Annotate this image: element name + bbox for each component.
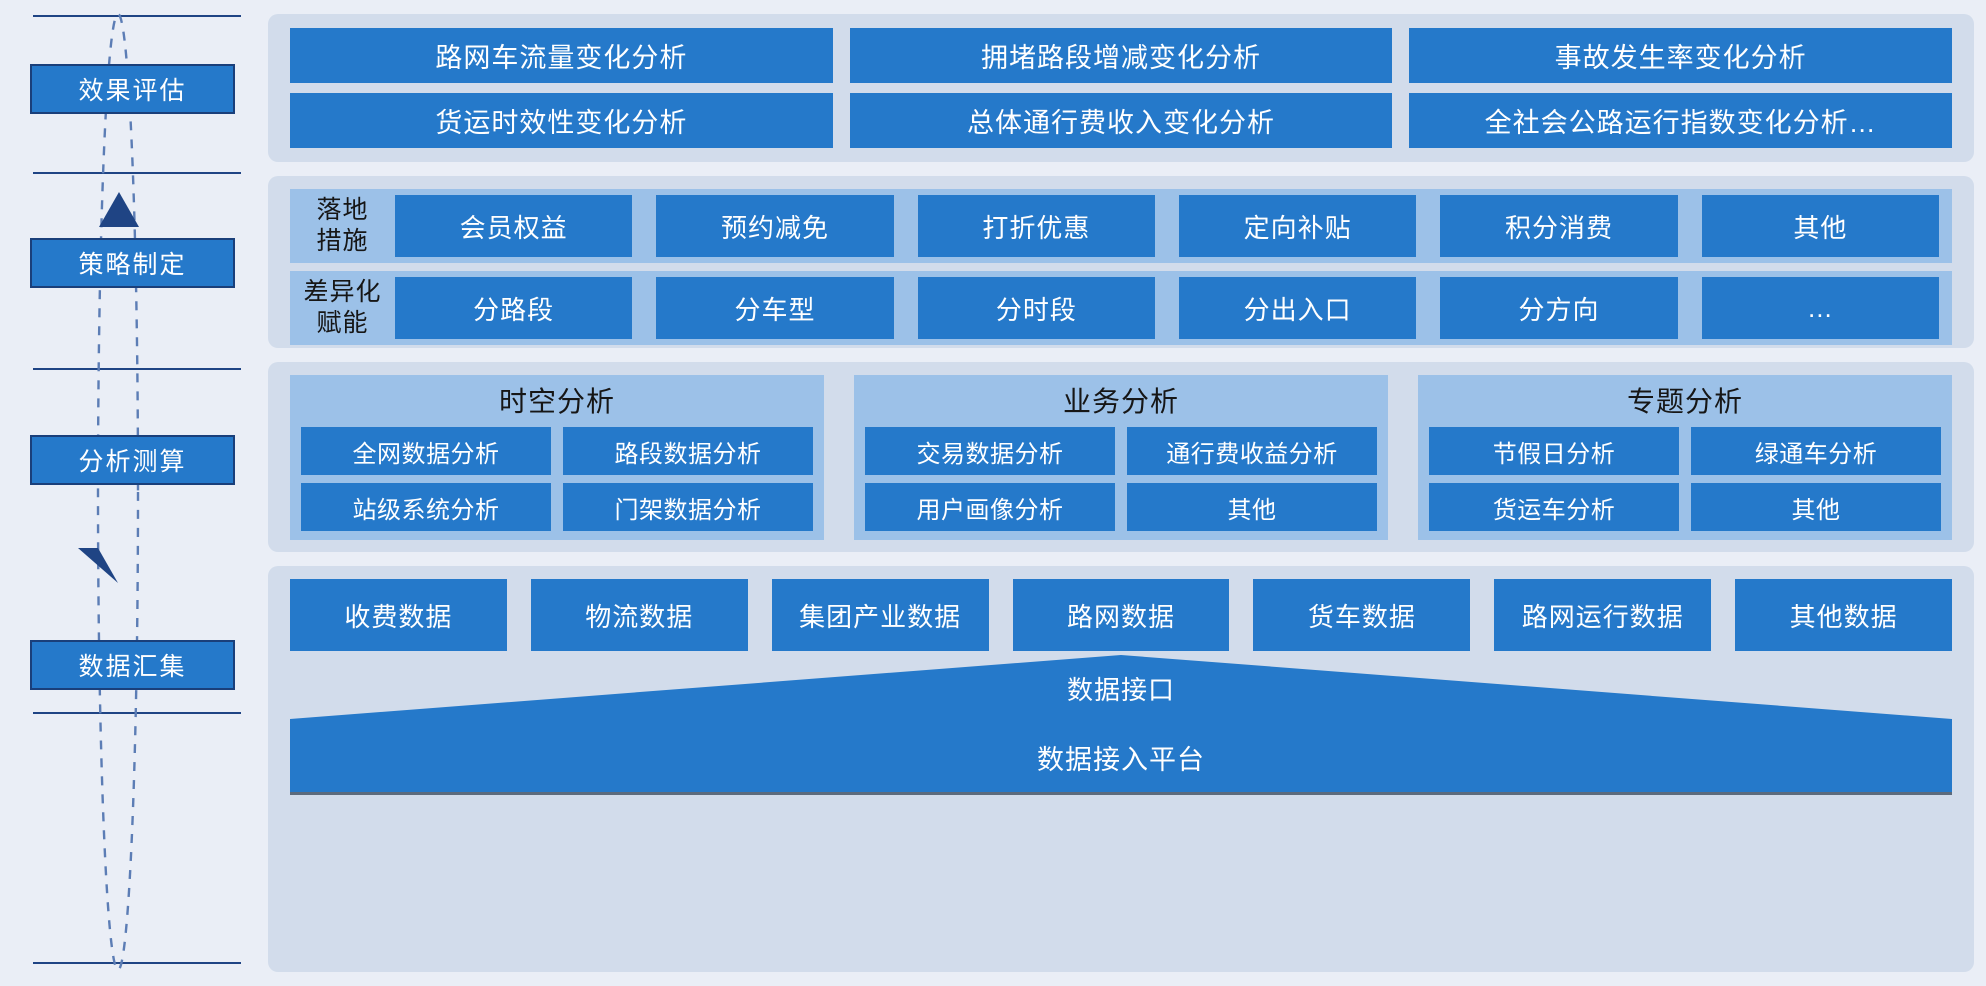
effect-item[interactable]: 总体通行费收入变化分析 (849, 93, 1393, 148)
strategy-row-measures: 落地 措施 会员权益 预约减免 打折优惠 定向补贴 积分消费 其他 (290, 189, 1952, 263)
strategy-row-label: 差异化 赋能 (290, 277, 395, 339)
stage-label: 效果评估 (78, 77, 187, 105)
strategy-item-list: 会员权益 预约减免 打折优惠 定向补贴 积分消费 其他 (395, 195, 1952, 257)
analysis-item[interactable]: 通行费收益分析 (1127, 427, 1377, 475)
analysis-panel-spatiotemporal: 时空分析 全网数据分析 路段数据分析 站级系统分析 门架数据分析 (290, 375, 824, 540)
effect-item[interactable]: 事故发生率变化分析 (1409, 28, 1952, 83)
effect-item[interactable]: 全社会公路运行指数变化分析… (1409, 93, 1952, 148)
rail-divider-bottom (33, 962, 241, 964)
section-analysis-calculation: 时空分析 全网数据分析 路段数据分析 站级系统分析 门架数据分析 业务分析 交易… (268, 362, 1974, 552)
rail-divider-top (33, 15, 241, 17)
content-column: 路网车流量变化分析 拥堵路段增减变化分析 事故发生率变化分析 货运时效性变化分析… (268, 0, 1986, 986)
strategy-item[interactable]: 分出入口 (1178, 277, 1417, 339)
stage-label: 分析测算 (78, 448, 187, 476)
strategy-row-differentiated: 差异化 赋能 分路段 分车型 分时段 分出入口 分方向 … (290, 271, 1952, 345)
stage-rail: 效果评估 策略制定 分析测算 数据汇集 (0, 0, 268, 986)
stage-label: 数据汇集 (78, 653, 187, 681)
data-access-platform-label: 数据接入平台 (1037, 744, 1205, 775)
stage-item-effect-evaluation[interactable]: 效果评估 (30, 64, 235, 114)
strategy-row-label-line1: 落地 (316, 196, 369, 224)
strategy-item[interactable]: 会员权益 (395, 195, 633, 257)
data-source-item[interactable]: 收费数据 (290, 579, 507, 651)
stage-item-analysis-calculation[interactable]: 分析测算 (30, 435, 235, 485)
stage-item-strategy-formulation[interactable]: 策略制定 (30, 238, 235, 288)
effect-item-grid: 路网车流量变化分析 拥堵路段增减变化分析 事故发生率变化分析 货运时效性变化分析… (290, 28, 1952, 148)
data-interface-chevron-icon[interactable] (290, 655, 1952, 722)
strategy-row-label: 落地 措施 (290, 195, 395, 257)
cycle-arrow-down-icon (78, 548, 118, 583)
analysis-item-grid: 全网数据分析 路段数据分析 站级系统分析 门架数据分析 (301, 427, 813, 531)
rail-divider-2 (33, 368, 241, 370)
analysis-item-grid: 交易数据分析 通行费收益分析 用户画像分析 其他 (865, 427, 1377, 531)
strategy-item[interactable]: 定向补贴 (1178, 195, 1417, 257)
analysis-item[interactable]: 路段数据分析 (563, 427, 813, 475)
strategy-row-label-line2: 措施 (316, 227, 369, 255)
analysis-item[interactable]: 绿通车分析 (1691, 427, 1941, 475)
data-source-list: 收费数据 物流数据 集团产业数据 路网数据 货车数据 路网运行数据 其他数据 (290, 579, 1952, 651)
cycle-dashed-ellipse (96, 12, 140, 972)
strategy-item[interactable]: 预约减免 (656, 195, 894, 257)
analysis-panel-business: 业务分析 交易数据分析 通行费收益分析 用户画像分析 其他 (854, 375, 1388, 540)
analysis-item[interactable]: 节假日分析 (1429, 427, 1679, 475)
strategy-item[interactable]: 打折优惠 (917, 195, 1155, 257)
analysis-item[interactable]: 其他 (1127, 483, 1377, 531)
effect-item[interactable]: 拥堵路段增减变化分析 (849, 28, 1393, 83)
data-source-item[interactable]: 物流数据 (530, 579, 748, 651)
strategy-item[interactable]: 分时段 (917, 277, 1155, 339)
section-data-aggregation: 收费数据 物流数据 集团产业数据 路网数据 货车数据 路网运行数据 其他数据 数… (268, 566, 1974, 972)
section-effect-evaluation: 路网车流量变化分析 拥堵路段增减变化分析 事故发生率变化分析 货运时效性变化分析… (268, 14, 1974, 162)
strategy-item-list: 分路段 分车型 分时段 分出入口 分方向 … (395, 277, 1952, 339)
strategy-item[interactable]: 分路段 (395, 277, 633, 339)
section-strategy-formulation: 落地 措施 会员权益 预约减免 打折优惠 定向补贴 积分消费 其他 差异化 赋能 (268, 176, 1974, 348)
analysis-panel-title: 业务分析 (1062, 386, 1179, 417)
effect-item[interactable]: 货运时效性变化分析 (290, 93, 833, 148)
analysis-item[interactable]: 其他 (1691, 483, 1941, 531)
strategy-item[interactable]: … (1701, 277, 1939, 339)
data-source-item[interactable]: 集团产业数据 (771, 579, 989, 651)
cycle-loop-graphic (78, 12, 140, 972)
data-access-platform-bar[interactable]: 数据接入平台 (290, 722, 1952, 795)
strategy-item[interactable]: 其他 (1701, 195, 1939, 257)
analysis-item[interactable]: 门架数据分析 (563, 483, 813, 531)
stage-label: 策略制定 (78, 251, 187, 279)
cycle-arrow-up-icon (99, 192, 139, 227)
effect-item[interactable]: 路网车流量变化分析 (290, 28, 833, 83)
analysis-item-grid: 节假日分析 绿通车分析 货运车分析 其他 (1429, 427, 1941, 531)
strategy-item[interactable]: 积分消费 (1440, 195, 1678, 257)
strategy-row-label-line1: 差异化 (303, 278, 382, 306)
analysis-item[interactable]: 用户画像分析 (865, 483, 1115, 531)
analysis-panel-thematic: 专题分析 节假日分析 绿通车分析 货运车分析 其他 (1418, 375, 1952, 540)
analysis-panel-title: 专题分析 (1626, 386, 1743, 417)
stage-item-data-aggregation[interactable]: 数据汇集 (30, 640, 235, 690)
analysis-item[interactable]: 货运车分析 (1429, 483, 1679, 531)
analysis-item[interactable]: 交易数据分析 (865, 427, 1115, 475)
data-source-item[interactable]: 路网数据 (1012, 579, 1230, 651)
data-source-item[interactable]: 货车数据 (1253, 579, 1471, 651)
analysis-panel-group: 时空分析 全网数据分析 路段数据分析 站级系统分析 门架数据分析 业务分析 交易… (290, 375, 1952, 540)
strategy-item[interactable]: 分车型 (656, 277, 894, 339)
data-source-item[interactable]: 路网运行数据 (1494, 579, 1712, 651)
strategy-row-label-line2: 赋能 (316, 309, 369, 337)
analysis-item[interactable]: 全网数据分析 (301, 427, 551, 475)
data-source-item[interactable]: 其他数据 (1735, 579, 1952, 651)
analysis-panel-title: 时空分析 (498, 386, 615, 417)
rail-divider-1 (33, 172, 241, 174)
rail-divider-3 (33, 712, 241, 714)
analysis-item[interactable]: 站级系统分析 (301, 483, 551, 531)
strategy-item[interactable]: 分方向 (1440, 277, 1678, 339)
